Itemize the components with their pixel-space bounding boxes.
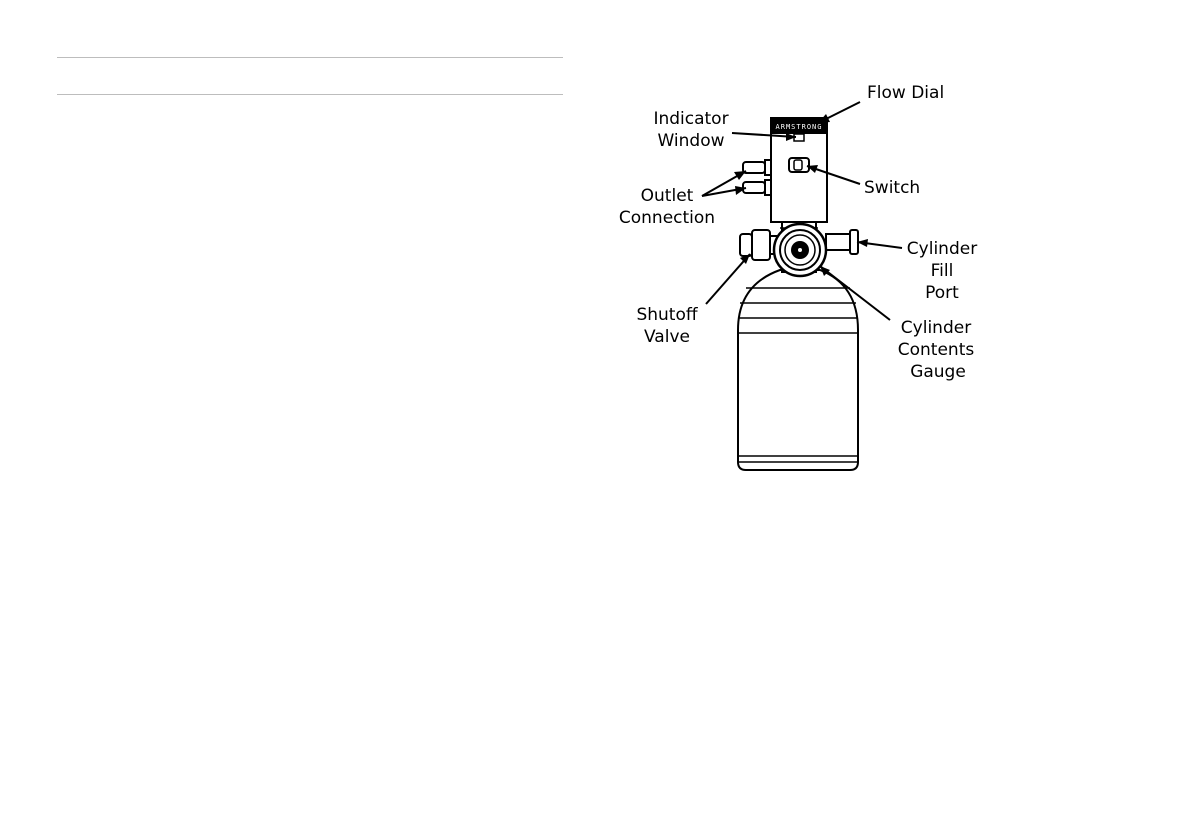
label-contents-gauge-1: Cylinder (901, 318, 971, 338)
cylinder-body (738, 270, 858, 470)
label-cylinder-fill-port-3: Port (925, 283, 959, 303)
label-outlet-connection-1: Outlet (641, 186, 694, 206)
label-shutoff-valve-1: Shutoff (636, 305, 698, 325)
switch (789, 158, 809, 172)
label-contents-gauge-3: Gauge (910, 362, 966, 382)
label-flow-dial: Flow Dial (867, 83, 944, 103)
label-cylinder-fill-port-1: Cylinder (907, 239, 977, 259)
dial-marking: ARMSTRONG (776, 123, 823, 131)
fill-port (826, 230, 858, 254)
outlet-connection (743, 160, 771, 195)
label-contents-gauge-2: Contents (898, 340, 975, 360)
regulator-head (771, 130, 827, 222)
label-shutoff-valve-2: Valve (644, 327, 690, 347)
label-switch: Switch (864, 178, 920, 198)
label-indicator-window-2: Window (657, 131, 724, 151)
flow-dial: ARMSTRONG (771, 118, 827, 133)
label-indicator-window-1: Indicator (653, 109, 728, 129)
label-cylinder-fill-port-2: Fill (931, 261, 954, 281)
label-outlet-connection-2: Connection (619, 208, 715, 228)
contents-gauge (774, 224, 826, 276)
